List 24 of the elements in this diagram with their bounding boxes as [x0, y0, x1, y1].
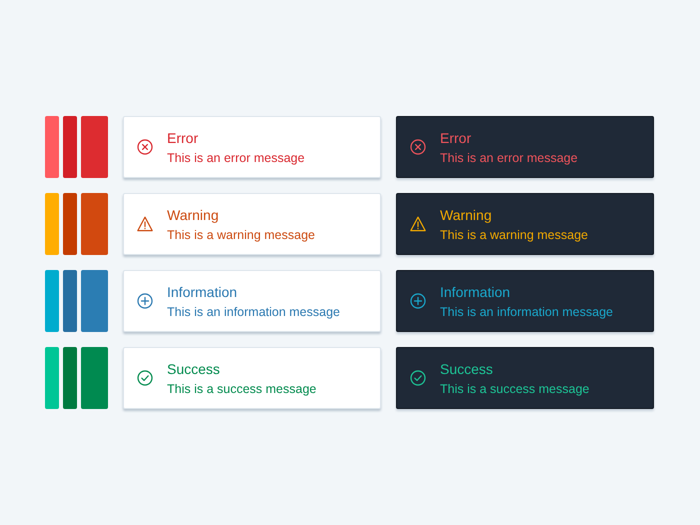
alert-card [123, 270, 381, 332]
alert-card [123, 193, 381, 255]
alert-message: This is an error message [440, 151, 578, 165]
alert-card [396, 270, 654, 332]
alert-title: Error [167, 130, 198, 146]
alert-card [123, 347, 381, 409]
alert-card [396, 347, 654, 409]
alert-card [396, 116, 654, 178]
alert-message: This is a success message [440, 382, 590, 396]
alert-title: Information [167, 284, 238, 300]
alert-message: This is a warning message [167, 228, 315, 242]
alert-title: Success [167, 361, 220, 377]
alert-title: Error [440, 130, 472, 146]
alert-card [123, 116, 381, 178]
alert-message: This is an error message [167, 151, 305, 165]
alert-message: This is an information message [167, 305, 340, 319]
alert-title: Warning [167, 207, 219, 223]
alert-message: This is a success message [167, 382, 316, 396]
alert-card [396, 193, 654, 255]
alert-message: This is a warning message [440, 228, 588, 242]
alert-title: Information [440, 284, 510, 300]
alert-title: Warning [440, 207, 492, 223]
alert-title: Success [440, 361, 493, 377]
alert-message: This is an information message [440, 305, 613, 319]
